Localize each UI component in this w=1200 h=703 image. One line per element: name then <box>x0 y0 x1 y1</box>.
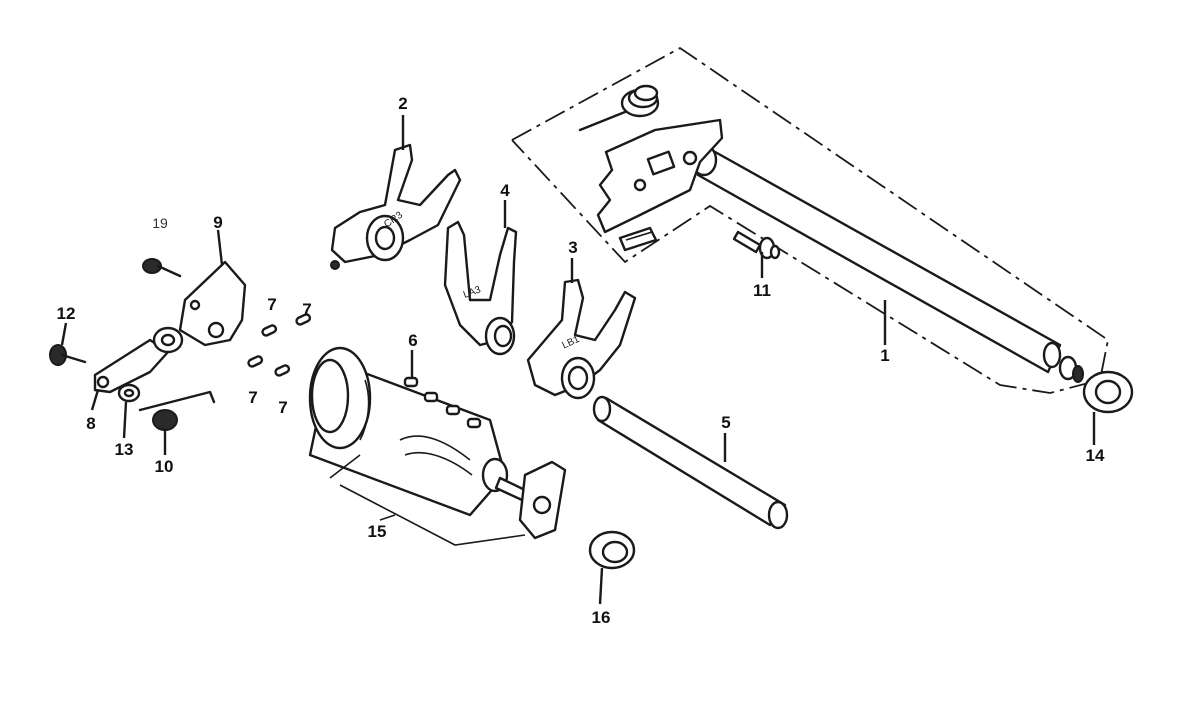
callout-19: 19 <box>152 215 168 231</box>
part-9-stopper-plate <box>178 260 247 347</box>
part-7-pins <box>247 313 312 377</box>
part-1-group-outline <box>511 46 1109 394</box>
callout-2: 2 <box>398 94 407 113</box>
part-15-drum-plate <box>329 454 567 546</box>
part-2-shift-fork: CR3 <box>330 143 462 270</box>
part-5-fork-shaft <box>592 395 789 530</box>
callout-6: 6 <box>408 331 417 350</box>
callout-4: 4 <box>500 181 510 200</box>
shift-arm-plate <box>596 118 724 234</box>
callout-11: 11 <box>753 281 771 300</box>
part-8-stopper-arm <box>93 326 184 394</box>
part-11-stopper-bolt <box>732 230 781 260</box>
fork-2-body <box>330 143 462 264</box>
part-10-return-spring <box>138 390 216 431</box>
leader-lines <box>60 115 1096 605</box>
callout-1: 1 <box>880 346 889 365</box>
part-13-washer <box>117 383 141 403</box>
fork-3-body <box>526 278 637 397</box>
part-12-bolt <box>49 344 87 366</box>
part-1-shift-spindle <box>511 46 1109 394</box>
part-3-shift-fork: LB1 <box>526 278 637 400</box>
callout-13: 13 <box>115 440 134 459</box>
fork-4-body <box>443 220 518 347</box>
callout-7-d: 7 <box>278 398 287 417</box>
part-19-bolt <box>142 258 182 278</box>
callout-12: 12 <box>57 304 76 323</box>
part-6-shift-drum <box>308 346 527 517</box>
callout-16: 16 <box>592 608 611 627</box>
callouts: 1 2 3 4 5 6 7 7 7 7 8 9 10 11 12 13 14 1… <box>57 94 1105 627</box>
callout-10: 10 <box>155 457 174 476</box>
callout-8: 8 <box>86 414 95 433</box>
spring-arm <box>578 110 627 132</box>
part-16-bearing <box>588 530 636 570</box>
spindle-small-spring <box>618 226 658 252</box>
callout-15: 15 <box>368 522 387 541</box>
callout-5: 5 <box>721 413 730 432</box>
callout-3: 3 <box>568 238 577 257</box>
part-14-oil-seal <box>1082 370 1134 414</box>
callout-7-c: 7 <box>248 388 257 407</box>
callout-7-a: 7 <box>267 295 276 314</box>
part-4-shift-fork: LA3 <box>443 220 518 356</box>
part-15-bracket-right <box>339 484 526 546</box>
spindle-shaft <box>696 146 1062 374</box>
callout-14: 14 <box>1086 446 1105 465</box>
callout-9: 9 <box>213 213 222 232</box>
callout-7-b: 7 <box>302 300 311 319</box>
part-15-bracket-left <box>329 454 361 479</box>
